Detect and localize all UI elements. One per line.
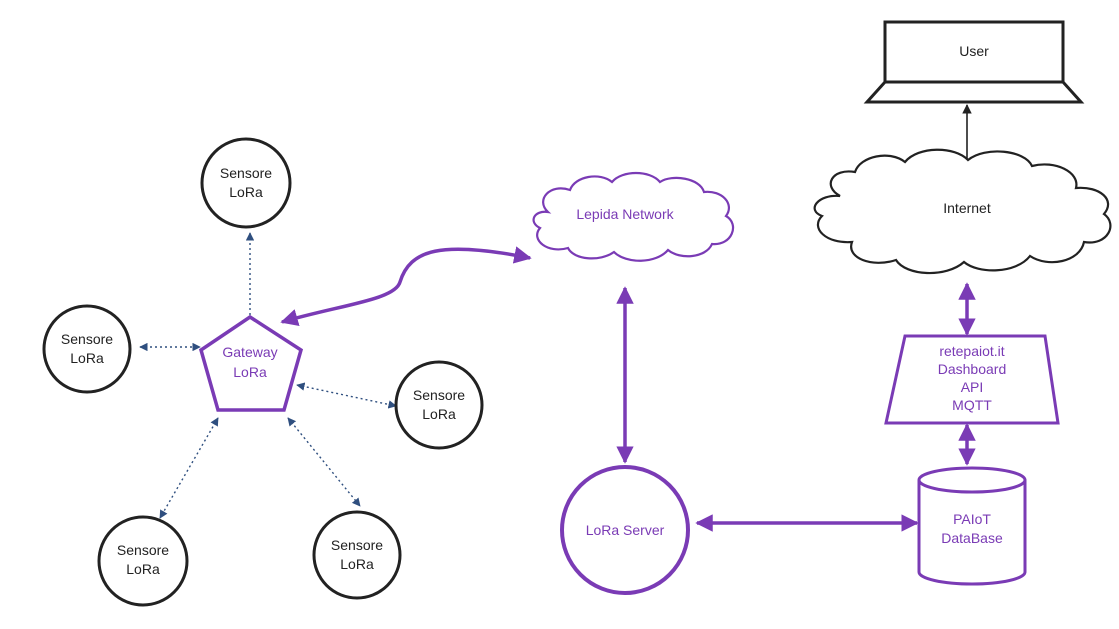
lora-server-label: LoRa Server — [586, 522, 665, 538]
internet-label: Internet — [943, 200, 991, 216]
user-laptop: User — [863, 20, 1085, 104]
sensor-links — [139, 232, 397, 519]
lepida-network-label: Lepida Network — [576, 206, 674, 222]
portal-label-line1: retepaiot.it — [939, 343, 1004, 359]
sensor-label-line1: Sensore — [331, 537, 383, 553]
database-label-line1: PAIoT — [953, 511, 991, 527]
internet-cloud: Internet — [813, 148, 1112, 275]
lepida-network-cloud: Lepida Network — [532, 171, 735, 262]
user-label: User — [959, 43, 989, 59]
sensor-label-line1: Sensore — [220, 165, 272, 181]
lora-server-node: LoRa Server — [560, 465, 690, 595]
sensor-label-line1: Sensore — [413, 387, 465, 403]
sensor-node-right: Sensore LoRa — [394, 360, 484, 450]
sensor-label-line2: LoRa — [422, 406, 456, 422]
gateway-label-line2: LoRa — [233, 364, 267, 380]
sensor-node-bottom-left: Sensore LoRa — [97, 515, 189, 607]
sensor-label-line2: LoRa — [70, 350, 104, 366]
link-gateway-lepida — [280, 246, 532, 326]
sensor-label-line2: LoRa — [229, 184, 263, 200]
backbone-links — [280, 246, 976, 532]
sensor-label-line1: Sensore — [61, 331, 113, 347]
gateway-label-line1: Gateway — [222, 344, 277, 360]
sensor-node-top: Sensore LoRa — [200, 137, 292, 229]
sensor-label-line2: LoRa — [126, 561, 160, 577]
database-node: PAIoT DataBase — [917, 466, 1027, 586]
portal-node: retepaiot.it Dashboard API MQTT — [884, 334, 1060, 425]
sensor-label-line1: Sensore — [117, 542, 169, 558]
link-sensor-right — [296, 382, 397, 409]
sensor-node-bottom-right: Sensore LoRa — [312, 510, 402, 600]
link-sensor-bottom-right — [287, 417, 361, 507]
sensor-label-line2: LoRa — [340, 556, 374, 572]
database-label-line2: DataBase — [941, 530, 1003, 546]
portal-label-line2: Dashboard — [938, 361, 1007, 377]
sensor-node-left: Sensore LoRa — [42, 304, 132, 394]
portal-label-line3: API — [961, 379, 984, 395]
gateway-node: Gateway LoRa — [198, 314, 304, 412]
portal-label-line4: MQTT — [952, 397, 992, 413]
link-sensor-bottom-left — [159, 417, 219, 519]
